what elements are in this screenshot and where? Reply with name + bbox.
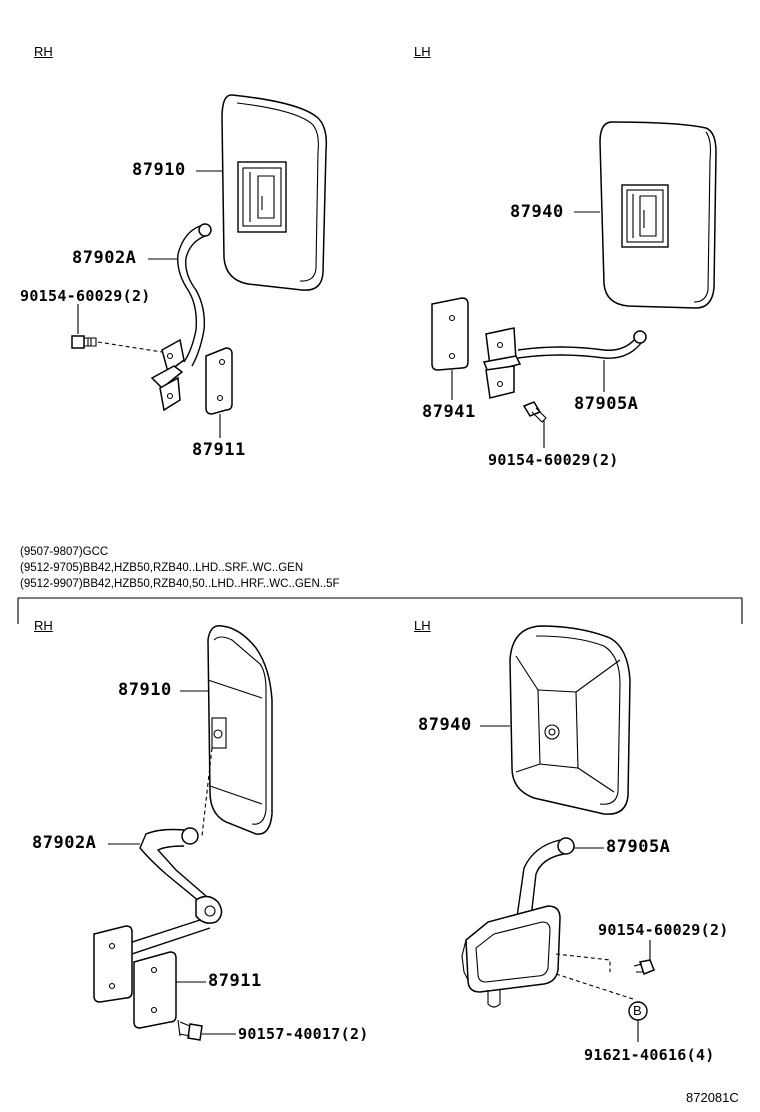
top-rh-bolt: [71, 335, 163, 353]
bottom-lh-nut-part-number: 91621-40616(4): [584, 1046, 715, 1064]
top-lh-bolt: [522, 401, 547, 448]
condition-line: (9507-9807)GCC: [20, 546, 109, 558]
top-rh-plate-part-number: 87911: [192, 440, 246, 460]
bottom-lh-stay: [461, 837, 637, 1008]
top-rh-leaders: [77, 170, 222, 438]
bottom-rh-mirror: [201, 625, 273, 837]
bottom-lh-leaders: [480, 725, 604, 849]
top-rh-mirror-part-number: 87910: [132, 160, 186, 180]
condition-line: (9512-9907)BB42,HZB50,RZB40,50..LHD..HRF…: [20, 578, 340, 590]
top-lh-mirror: [599, 121, 717, 309]
top-lh-plate: [431, 297, 469, 371]
drawing-reference: 872081C: [686, 1090, 739, 1105]
bottom-rh-stay: [119, 827, 223, 957]
top-lh-stay: [482, 327, 647, 399]
bottom-rh-plates: [93, 925, 177, 1029]
top-lh-leaders: [451, 211, 605, 400]
top-lh-stay-part-number: 87905A: [574, 394, 639, 414]
top-lh-mirror-part-number: 87940: [510, 202, 564, 222]
section-bracket: [17, 597, 743, 624]
top-lh-bolt-part-number: 90154-60029(2): [488, 451, 619, 469]
top-rh-stay: [150, 223, 212, 412]
bottom-lh-bolt: [633, 940, 655, 975]
bottom-lh-mirror: [509, 625, 631, 815]
bottom-rh-plate-part-number: 87911: [208, 971, 262, 991]
top-rh-plate: [205, 347, 233, 415]
top-rh-side-label: RH: [34, 44, 53, 59]
bottom-rh-stay-part-number: 87902A: [32, 833, 97, 853]
top-rh-bolt-part-number: 90154-60029(2): [20, 287, 151, 305]
bottom-rh-bolt-part-number: 90157-40017(2): [238, 1025, 369, 1043]
bottom-lh-mirror-part-number: 87940: [418, 715, 472, 735]
bottom-rh-side-label: RH: [34, 618, 53, 633]
top-lh-plate-part-number: 87941: [422, 402, 476, 422]
bottom-lh-marker-letter: B: [633, 1003, 642, 1018]
condition-line: (9512-9705)BB42,HZB50,RZB40..LHD..SRF..W…: [20, 562, 304, 574]
bottom-rh-bolt: [177, 1019, 203, 1041]
bottom-lh-bolt-part-number: 90154-60029(2): [598, 921, 729, 939]
top-rh-mirror: [221, 94, 328, 291]
bottom-rh-mirror-part-number: 87910: [118, 680, 172, 700]
bottom-lh-marker: [628, 1001, 648, 1042]
top-rh-stay-part-number: 87902A: [72, 248, 137, 268]
top-lh-side-label: LH: [414, 44, 431, 59]
bottom-lh-side-label: LH: [414, 618, 431, 633]
bottom-rh-leaders: [108, 690, 236, 1035]
bottom-lh-stay-part-number: 87905A: [606, 837, 671, 857]
